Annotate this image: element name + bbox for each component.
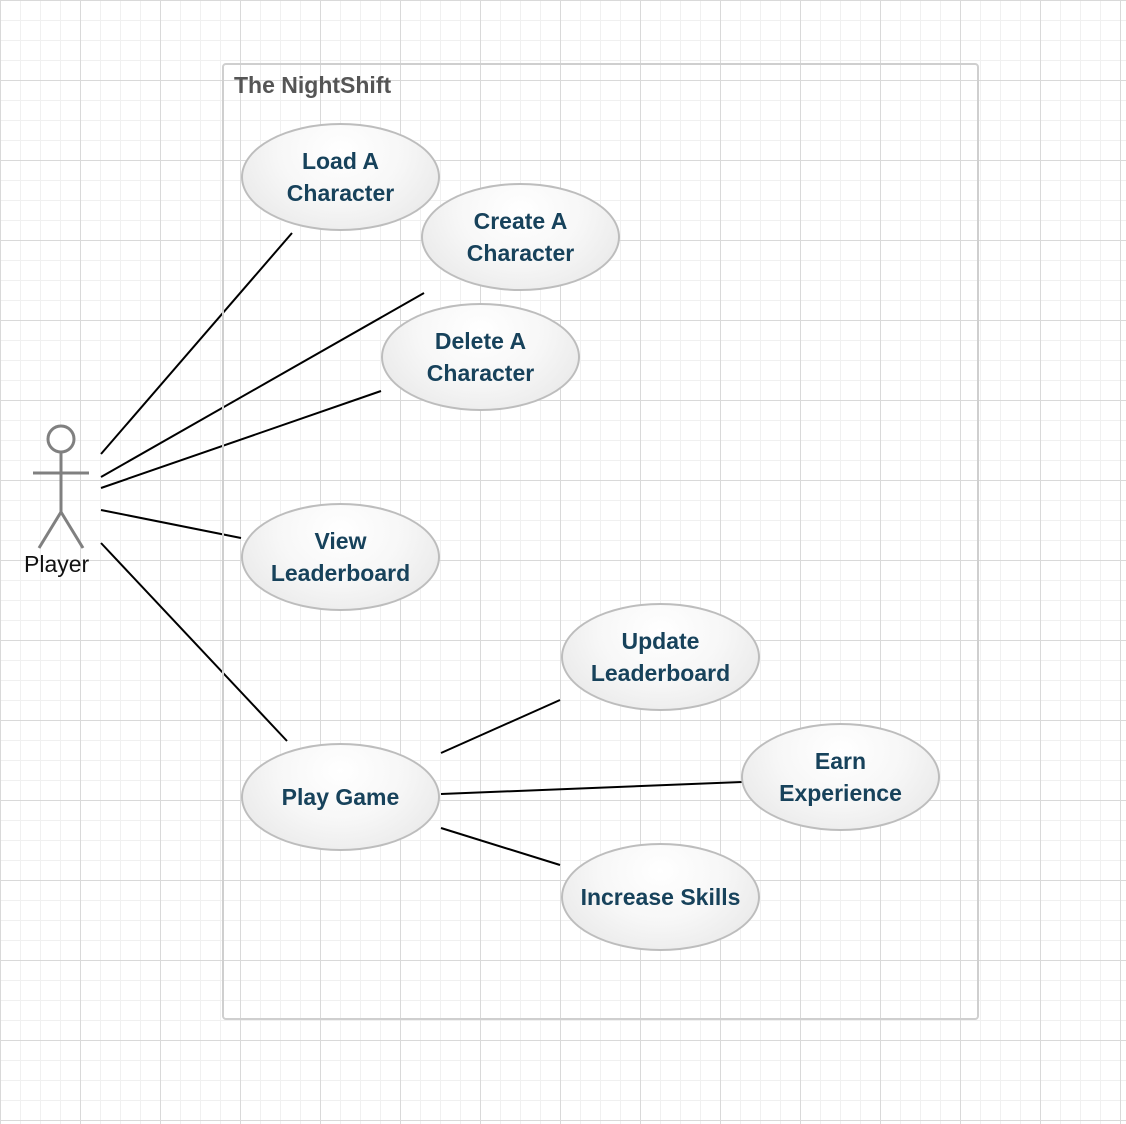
use-case-view-leaderboard[interactable]: View Leaderboard bbox=[241, 503, 440, 611]
use-case-load-a-character[interactable]: Load A Character bbox=[241, 123, 440, 231]
use-case-create-a-character[interactable]: Create A Character bbox=[421, 183, 620, 291]
use-case-label: Play Game bbox=[281, 784, 400, 810]
association-play-game-update-leaderboard bbox=[440, 699, 561, 754]
actor-right-leg bbox=[59, 511, 85, 549]
use-case-earn-experience[interactable]: Earn Experience bbox=[741, 723, 940, 831]
use-case-label: Earn Experience bbox=[779, 748, 902, 806]
use-case-update-leaderboard[interactable]: Update Leaderboard bbox=[561, 603, 760, 711]
actor-left-leg bbox=[37, 511, 63, 549]
system-title: The NightShift bbox=[234, 72, 392, 98]
use-case-label: Create A Character bbox=[466, 208, 575, 266]
association-play-game-increase-skills bbox=[440, 827, 561, 866]
use-case-label: Update Leaderboard bbox=[590, 628, 731, 686]
actor-figure bbox=[33, 424, 89, 549]
association-player-play-game bbox=[100, 542, 288, 742]
association-player-create-a-character bbox=[100, 292, 425, 478]
association-player-load-a-character bbox=[100, 232, 293, 455]
use-case-label: Delete A Character bbox=[426, 328, 535, 386]
association-lines bbox=[100, 232, 743, 866]
actor-head bbox=[46, 424, 76, 454]
use-case-increase-skills[interactable]: Increase Skills bbox=[561, 843, 760, 951]
use-case-label: View Leaderboard bbox=[270, 528, 411, 586]
use-case-label: Increase Skills bbox=[580, 884, 741, 910]
use-case-delete-a-character[interactable]: Delete A Character bbox=[381, 303, 580, 411]
system-boundary bbox=[222, 63, 979, 1020]
actor-label-player: Player bbox=[24, 551, 90, 577]
use-case-play-game[interactable]: Play Game bbox=[241, 743, 440, 851]
association-play-game-earn-experience bbox=[440, 781, 743, 795]
use-case-label: Load A Character bbox=[286, 148, 395, 206]
association-player-view-leaderboard bbox=[100, 509, 242, 539]
association-player-delete-a-character bbox=[100, 390, 382, 489]
